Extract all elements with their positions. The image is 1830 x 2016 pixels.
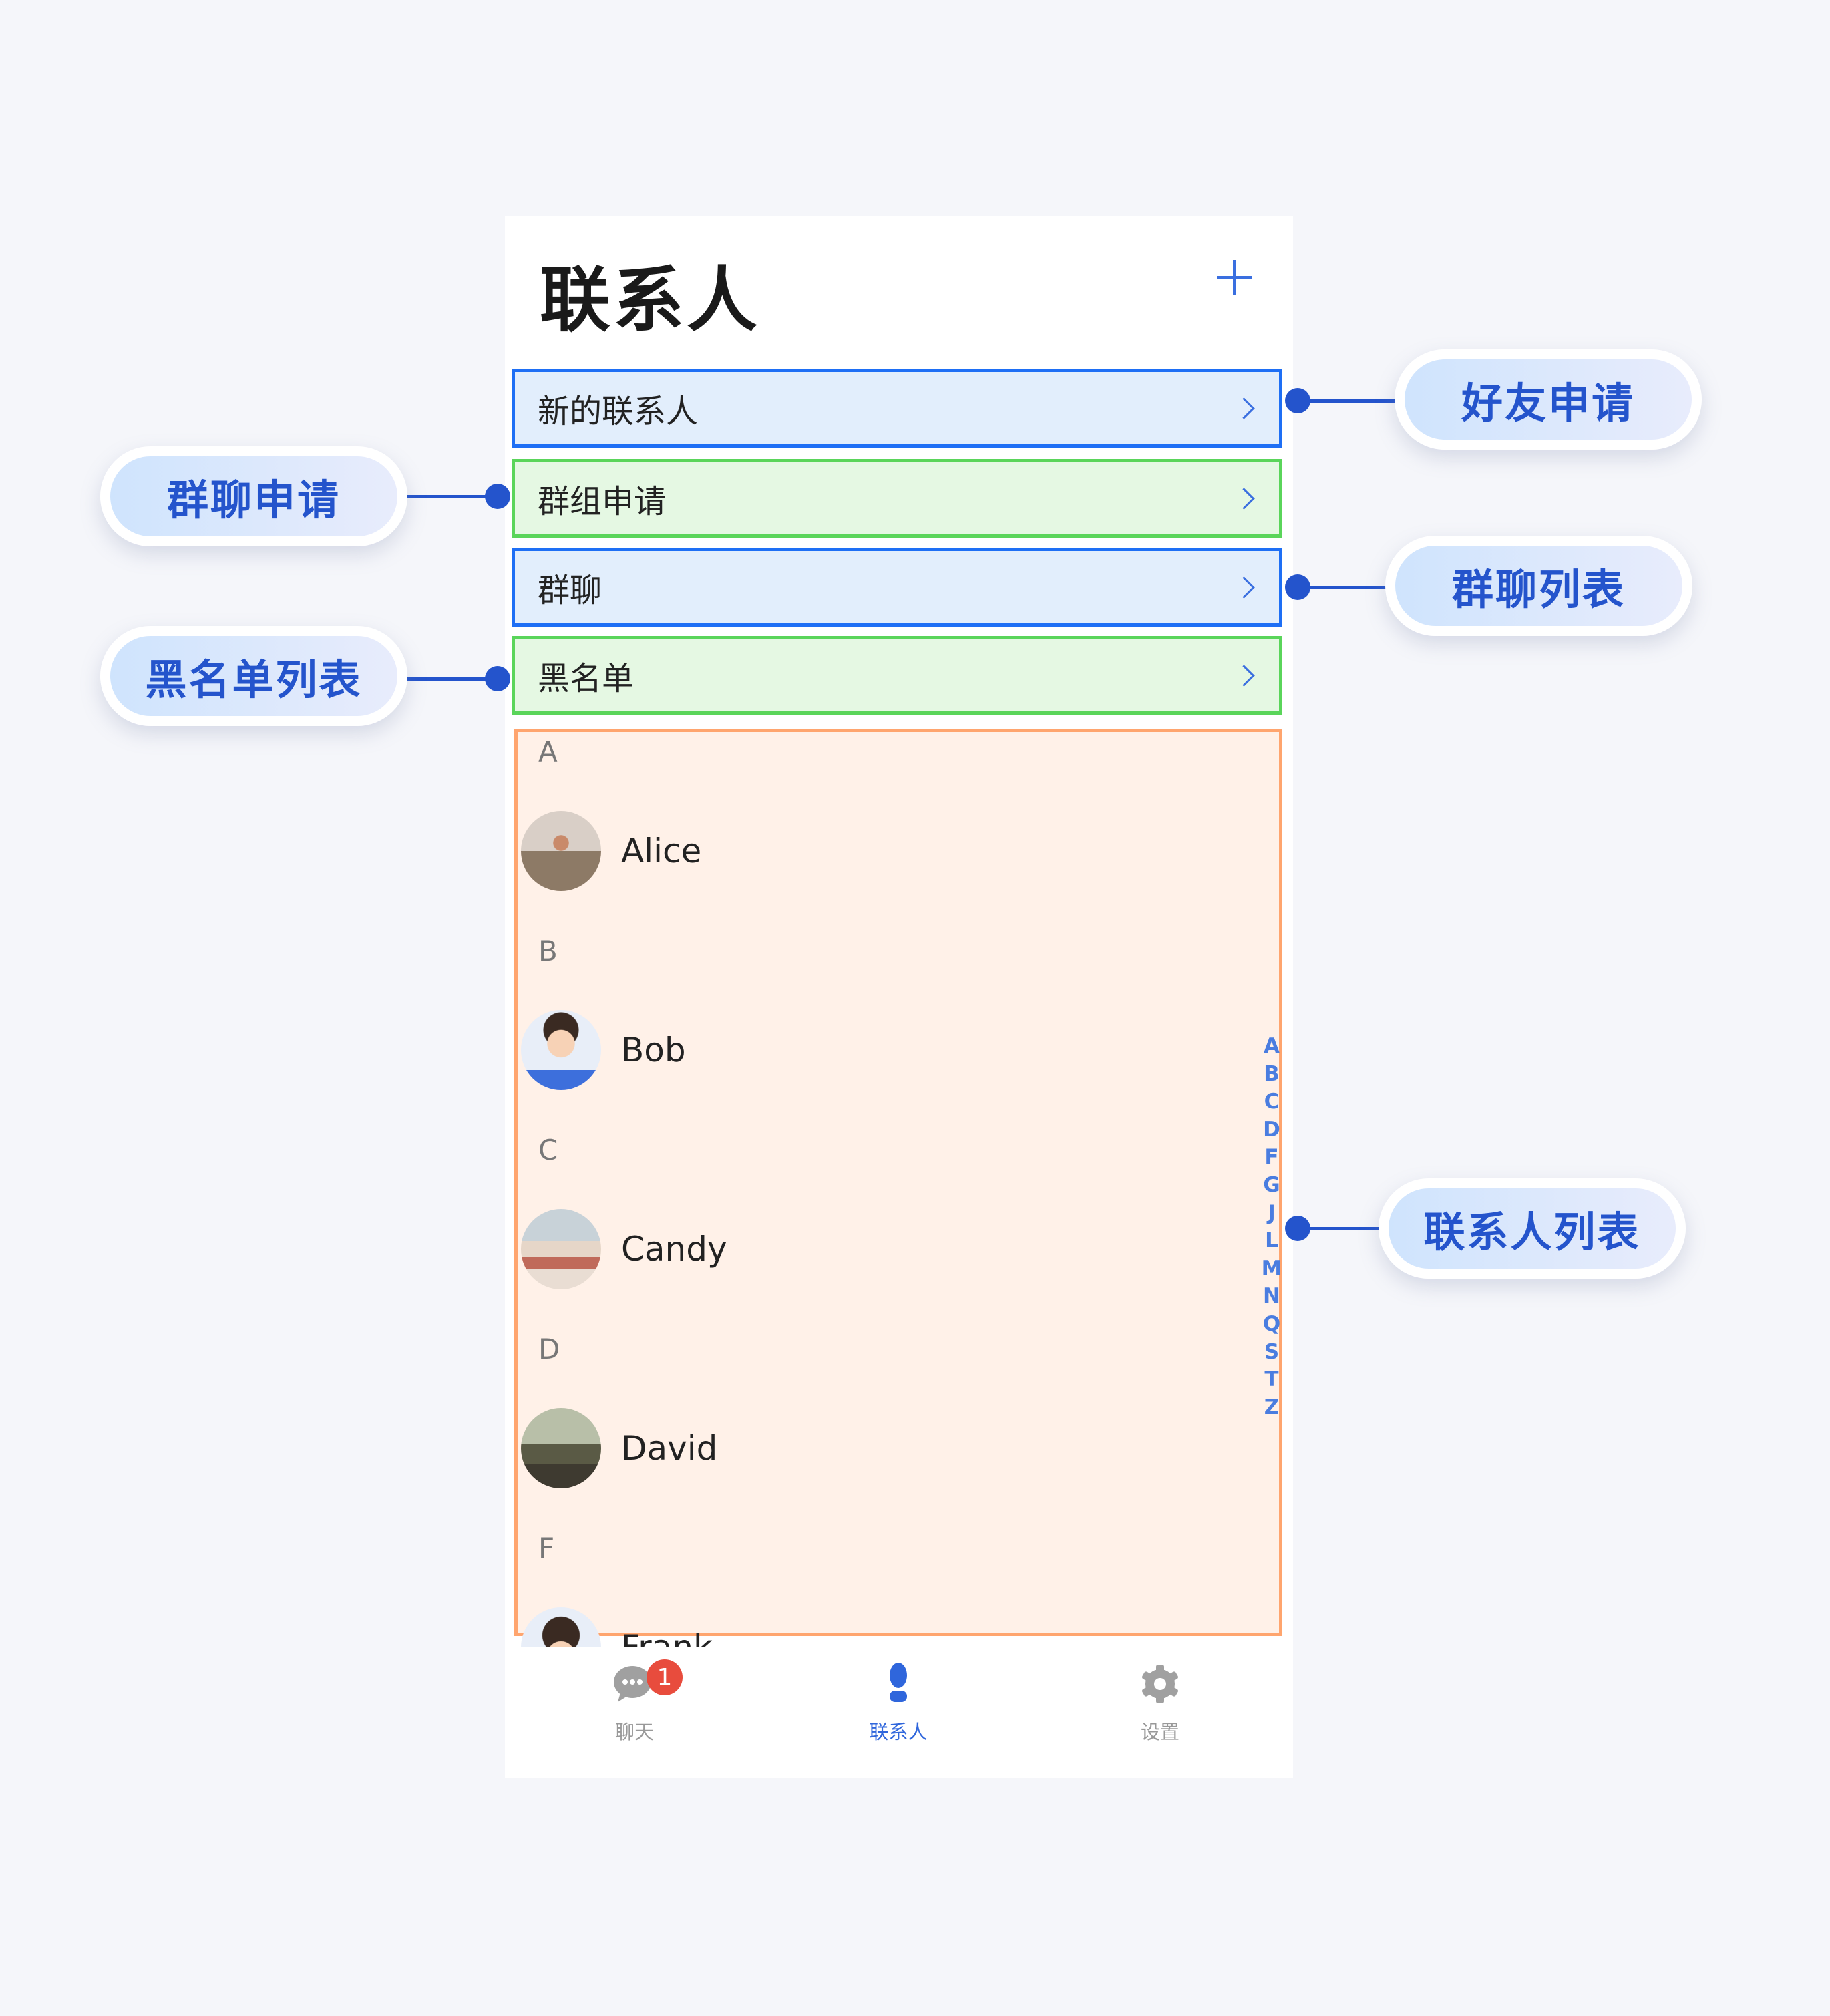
chevron-right-icon <box>1240 575 1255 599</box>
menu-label: 新的联系人 <box>538 393 699 430</box>
contact-list-highlight <box>514 729 1282 1636</box>
contact-item[interactable]: Bob <box>521 1010 686 1090</box>
callout-contact-list: 联系人列表 <box>1379 1178 1686 1279</box>
callout-blacklist: 黑名单列表 <box>100 626 407 726</box>
avatar <box>521 1607 601 1647</box>
callout-connector <box>1298 586 1395 589</box>
index-letter[interactable]: D <box>1263 1117 1280 1142</box>
callout-connector <box>401 677 498 681</box>
index-letter[interactable]: L <box>1265 1228 1278 1253</box>
index-letter[interactable]: Z <box>1264 1395 1280 1419</box>
chevron-right-icon <box>1240 486 1255 510</box>
menu-label: 群组申请 <box>538 483 667 520</box>
contact-item[interactable]: Alice <box>521 811 701 891</box>
index-letter[interactable]: C <box>1264 1089 1280 1114</box>
section-header: C <box>538 1134 558 1166</box>
avatar <box>521 1408 601 1488</box>
contact-list[interactable]: A Alice B Bob C Candy D David F Frank A … <box>505 729 1293 1647</box>
unread-badge: 1 <box>647 1659 683 1695</box>
tab-label: 联系人 <box>869 1721 928 1743</box>
contact-name: Frank <box>621 1628 713 1647</box>
plus-icon[interactable] <box>1213 256 1256 299</box>
callout-dot <box>485 666 510 691</box>
contact-name: Candy <box>621 1230 727 1269</box>
avatar <box>521 811 601 891</box>
tab-contacts[interactable]: 联系人 <box>832 1661 965 1745</box>
avatar <box>521 1010 601 1090</box>
callout-connector <box>1298 1227 1388 1230</box>
index-letter[interactable]: J <box>1268 1200 1276 1225</box>
section-header: D <box>538 1333 560 1365</box>
index-letter[interactable]: M <box>1261 1256 1282 1281</box>
gear-icon <box>1141 1665 1179 1703</box>
avatar <box>521 1209 601 1289</box>
menu-blacklist[interactable]: 黑名单 <box>512 636 1282 715</box>
index-letter[interactable]: Q <box>1262 1311 1281 1336</box>
contact-item[interactable]: David <box>521 1408 717 1488</box>
index-letter[interactable]: B <box>1264 1061 1280 1086</box>
index-letter[interactable]: A <box>1264 1034 1280 1058</box>
menu-label: 黑名单 <box>538 660 634 697</box>
index-letter[interactable]: F <box>1264 1145 1279 1170</box>
contact-name: David <box>621 1429 718 1468</box>
callout-friend-requests: 好友申请 <box>1395 349 1702 450</box>
page-title: 联系人 <box>540 259 760 341</box>
chevron-right-icon <box>1240 663 1255 687</box>
contact-item[interactable]: Frank <box>521 1607 713 1647</box>
alphabet-index[interactable]: A B C D F G J L M N Q S T Z <box>1258 1033 1285 1421</box>
menu-group-requests[interactable]: 群组申请 <box>512 459 1282 538</box>
contact-name: Alice <box>621 832 702 870</box>
callout-connector <box>401 495 498 498</box>
chat-bubble-icon <box>614 1666 651 1702</box>
menu-groups[interactable]: 群聊 <box>512 548 1282 627</box>
callout-dot <box>1285 1216 1310 1241</box>
tab-label: 聊天 <box>614 1721 654 1743</box>
contact-name: Bob <box>621 1031 686 1069</box>
index-letter[interactable]: T <box>1264 1367 1279 1392</box>
index-letter[interactable]: N <box>1263 1284 1280 1309</box>
callout-group-list: 群聊列表 <box>1385 536 1692 636</box>
section-header: F <box>538 1532 555 1564</box>
callout-connector <box>1298 399 1405 403</box>
tab-settings[interactable]: 设置 <box>1093 1661 1227 1745</box>
tab-bar: 1 聊天 联系人 设置 <box>505 1647 1293 1778</box>
callout-dot <box>1285 574 1310 600</box>
section-header: A <box>538 735 558 768</box>
contact-item[interactable]: Candy <box>521 1209 727 1289</box>
index-letter[interactable]: G <box>1263 1172 1280 1197</box>
contacts-screen: 联系人 新的联系人 群组申请 群聊 黑名单 A Alice B Bob C Ca… <box>505 216 1293 1778</box>
menu-new-contacts[interactable]: 新的联系人 <box>512 369 1282 448</box>
tab-label: 设置 <box>1140 1721 1179 1743</box>
callout-dot <box>1285 388 1310 413</box>
index-letter[interactable]: S <box>1264 1339 1280 1364</box>
person-icon <box>890 1663 907 1702</box>
callout-group-requests: 群聊申请 <box>100 446 407 546</box>
callout-dot <box>485 484 510 509</box>
tab-chat[interactable]: 1 聊天 <box>568 1659 701 1745</box>
chevron-right-icon <box>1240 396 1255 420</box>
menu-label: 群聊 <box>538 572 602 609</box>
section-header: B <box>538 935 558 967</box>
